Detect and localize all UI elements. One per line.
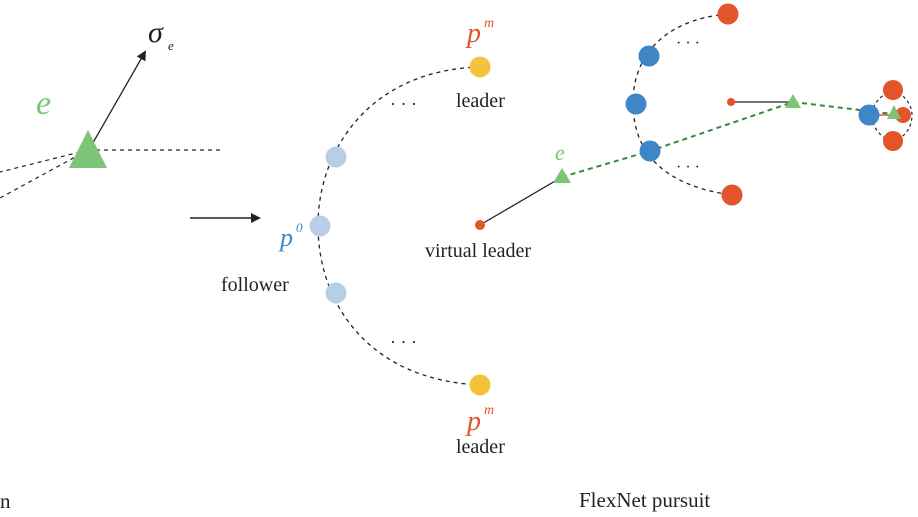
evader-small-triangle-icon bbox=[785, 94, 801, 108]
follower-circle-icon bbox=[325, 282, 347, 304]
sigma-label: σ bbox=[148, 16, 164, 49]
pursuer-leader-circle-icon bbox=[717, 3, 739, 25]
ellipsis-bottom: · · · bbox=[390, 332, 417, 352]
leader-top-label: leader bbox=[456, 90, 505, 112]
pursuer-follower-circle-icon bbox=[638, 45, 660, 67]
formation-arc bbox=[317, 66, 481, 386]
evader-label: e bbox=[36, 85, 51, 122]
evader-small-label: e bbox=[555, 140, 565, 165]
cone-line-lower bbox=[0, 149, 89, 199]
captured-evader-triangle-icon bbox=[887, 105, 901, 119]
left-panel: e σ e n bbox=[0, 16, 220, 513]
follower-symbol: p bbox=[278, 223, 293, 252]
right-panel: · · · · · · e virtual leader FlexNet pur… bbox=[425, 3, 913, 512]
follower-label: follower bbox=[221, 274, 289, 296]
pursuer-leader-circle-icon bbox=[721, 184, 743, 206]
pursuer-follower-circle-icon bbox=[639, 140, 661, 162]
leader-bottom-superscript: m bbox=[484, 403, 494, 418]
evader-triangle-icon bbox=[69, 130, 107, 168]
caption-left: n bbox=[0, 489, 11, 513]
virtual-leader-label: virtual leader bbox=[425, 240, 531, 262]
leader-bottom-symbol: p bbox=[465, 406, 481, 437]
leader-bottom-circle-icon bbox=[469, 374, 491, 396]
cone-line-upper bbox=[0, 149, 89, 173]
follower-circle-icon bbox=[309, 215, 331, 237]
follower-circle-icon bbox=[325, 146, 347, 168]
middle-panel: · · · · · · p m leader p 0 follower p m … bbox=[221, 16, 505, 458]
leader-bottom-label: leader bbox=[456, 436, 505, 458]
caption-right: FlexNet pursuit bbox=[579, 488, 710, 512]
sigma-arrow bbox=[89, 50, 146, 149]
capture-leader-circle-icon bbox=[883, 80, 903, 100]
pursuer-follower-circle-icon bbox=[625, 93, 647, 115]
capture-leader-circle-icon bbox=[883, 131, 903, 151]
virtual-leader-link bbox=[479, 176, 563, 226]
virtual-leader-dot-2 bbox=[727, 98, 735, 106]
leader-top-superscript: m bbox=[484, 16, 494, 31]
virtual-leader-dot bbox=[475, 220, 485, 230]
pursuit-path bbox=[561, 100, 894, 178]
ellipsis-top: · · · bbox=[390, 94, 417, 114]
evader-small-triangle-icon bbox=[553, 168, 571, 183]
capture-follower-circle-icon bbox=[858, 104, 880, 126]
leader-top-symbol: p bbox=[465, 18, 481, 49]
ellipsis-right-bottom: · · · bbox=[676, 159, 700, 176]
ellipsis-right-top: · · · bbox=[676, 35, 700, 52]
leader-top-circle-icon bbox=[469, 56, 491, 78]
follower-superscript: 0 bbox=[296, 220, 303, 235]
sigma-subscript: e bbox=[168, 38, 174, 53]
